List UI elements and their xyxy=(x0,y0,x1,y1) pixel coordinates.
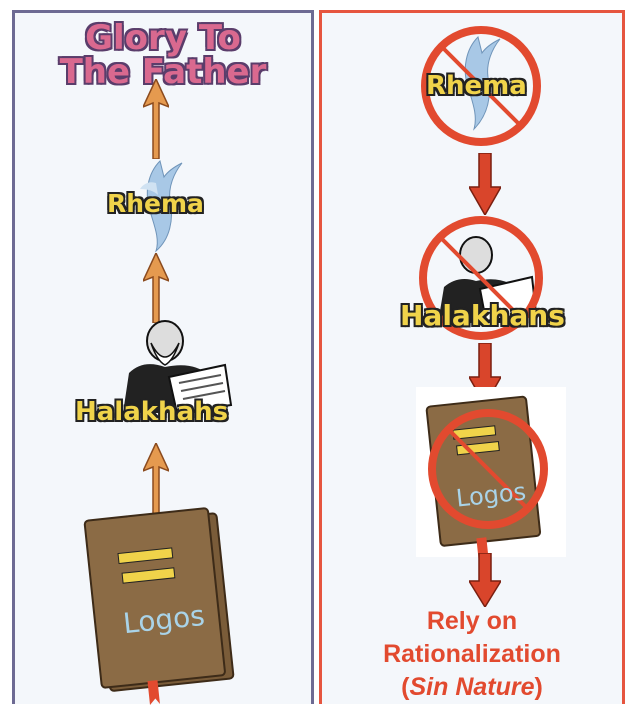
caption-line-1: Rely on xyxy=(426,607,518,635)
rhema-label-crossed: Rhema xyxy=(426,71,527,101)
up-arrow-icon xyxy=(143,79,169,159)
caption-line-3: (Sin Nature) xyxy=(322,671,622,704)
prohibited-book-icon xyxy=(416,387,566,563)
up-arrow-icon xyxy=(143,443,169,523)
caption-paren-open: ( xyxy=(401,673,410,701)
prohibited-dove-icon xyxy=(421,26,541,146)
dove-icon xyxy=(140,160,183,253)
halakhahs-label: Halakhahs xyxy=(75,397,229,427)
down-arrow-icon xyxy=(469,553,501,607)
up-arrow-icon xyxy=(143,253,169,323)
prohibited-rabbi-icon xyxy=(419,216,543,340)
rhema-label: Rhema xyxy=(107,189,204,218)
caption-line-2: Rationalization xyxy=(383,640,561,668)
left-panel: Glory To The Father Rhema Halakhahs L xyxy=(12,10,314,706)
caption-paren-close: ) xyxy=(534,673,543,701)
title-line-2: The Father xyxy=(59,52,267,92)
rabbi-reading-icon xyxy=(123,320,233,413)
book-icon xyxy=(83,507,235,706)
title-line-1: Glory To xyxy=(85,18,241,58)
caption-sin-nature: Sin Nature xyxy=(409,673,535,701)
halakhans-label-crossed: Halakhans xyxy=(400,299,565,332)
right-panel: Rhema Halakhans Logos Rely on Rationaliz… xyxy=(319,10,625,704)
down-arrow-icon xyxy=(469,153,501,215)
